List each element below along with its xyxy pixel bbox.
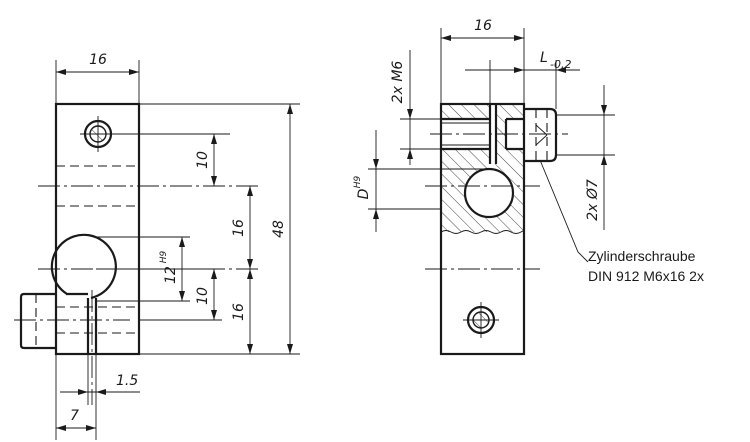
dim-arrows-offset	[56, 425, 96, 431]
dim-overall-label: 48	[271, 220, 287, 238]
section-break-line	[440, 230, 526, 234]
dim-arrows-lower	[247, 269, 253, 354]
shaft-clear	[465, 169, 513, 217]
left-body-outline	[54, 102, 141, 356]
callout-leader	[539, 159, 589, 263]
dim-bore-tolerance: H9	[159, 250, 169, 263]
length-tolerance: -0,2	[550, 58, 571, 71]
shaft-tolerance: H9	[353, 175, 363, 188]
dim-mid-label: 16	[231, 219, 247, 237]
left-view: 16 10 16 16 48 12 H9 10 1.5	[14, 52, 300, 440]
shaft-label: D	[356, 188, 372, 199]
right-view: 16 L -0,2 2x M6 D H9 2x Ø7 Zylinderschra…	[353, 18, 704, 356]
thread-label: 2x M6	[390, 61, 406, 104]
dim-arrows-mid	[247, 186, 253, 269]
left-side-nub	[19, 292, 56, 350]
screw-hex-diag-1	[535, 124, 548, 136]
dim-slot-depth-label: 10	[195, 287, 211, 305]
thread-dim-arrows	[407, 109, 413, 159]
dim-offset-label: 7	[70, 408, 79, 424]
screw-hex-diag-2	[535, 134, 548, 146]
right-body-outline	[439, 102, 526, 356]
right-dim-arrows-width	[441, 35, 524, 41]
dim-arrows-slot-width	[78, 389, 106, 395]
bore-circle	[50, 233, 117, 300]
dim-upper-label: 10	[195, 151, 211, 169]
dim-bore-label: 12	[163, 266, 179, 284]
callout-line-1: Zylinderschraube	[588, 248, 696, 264]
dim-lower-label: 16	[231, 303, 247, 321]
dim-arrows-width	[56, 69, 139, 75]
slot-clear	[490, 104, 496, 164]
dim-width-label: 16	[89, 52, 107, 68]
screw-head-outline	[524, 107, 558, 163]
hole-label: 2x Ø7	[585, 179, 601, 221]
right-dim-width-label: 16	[474, 18, 492, 34]
length-label: L	[540, 50, 548, 66]
callout-line-2: DIN 912 M6x16 2x	[588, 268, 704, 284]
dim-slot-width-label: 1.5	[116, 373, 138, 389]
